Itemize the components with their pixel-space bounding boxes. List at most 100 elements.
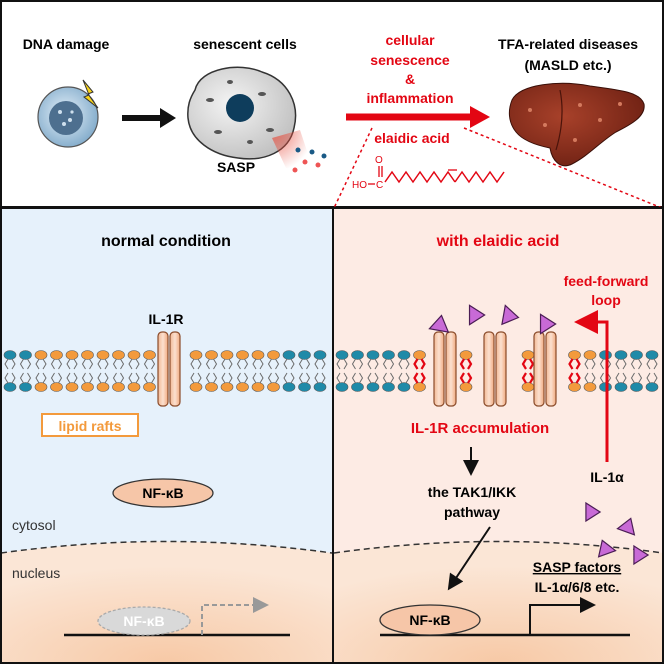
lipid-tail	[390, 358, 395, 370]
sasp-dots	[292, 147, 327, 173]
lipid-tail	[343, 372, 348, 384]
senescent-cells-label: senescent cells	[193, 36, 297, 52]
lipid-tail	[382, 372, 387, 384]
left-nfkb-ghost-label: NF-κB	[123, 613, 164, 629]
lipid-tail	[420, 372, 426, 384]
lipid-head	[459, 382, 473, 392]
lipid-tail	[128, 358, 133, 370]
il1r-receptor	[533, 331, 545, 407]
lipid-head	[34, 350, 48, 360]
lipid-head	[127, 350, 141, 360]
lipid-rafts-label: lipid rafts	[58, 418, 121, 434]
lipid-tail	[4, 358, 9, 370]
lipid-tail	[135, 358, 140, 370]
lipid-tail	[622, 372, 627, 384]
lipid-tail	[112, 358, 117, 370]
lipid-tail	[244, 358, 249, 370]
bottom-panel-border	[0, 207, 664, 664]
lipid-head	[397, 350, 411, 360]
lipid-head	[282, 350, 296, 360]
lipid-tail	[413, 358, 419, 370]
il1a-ligand	[501, 304, 520, 326]
lipid-head	[81, 350, 94, 360]
lipid-head	[220, 382, 234, 392]
lipid-tail	[390, 372, 395, 384]
lipid-tail	[367, 372, 372, 384]
sasp-label: SASP	[217, 159, 255, 175]
lipid-tail	[97, 372, 102, 384]
lipid-head	[50, 382, 63, 392]
lipid-head	[236, 382, 249, 392]
lipid-head	[81, 382, 94, 392]
lipid-tail	[252, 372, 257, 384]
lipid-head	[413, 382, 426, 392]
cellular-label: cellular	[385, 32, 435, 48]
lipid-tail	[236, 358, 241, 370]
lipid-tail	[290, 372, 295, 384]
lipid-tail	[630, 372, 635, 384]
lipid-head	[366, 382, 380, 392]
il1a-label: IL-1α	[590, 469, 624, 485]
lipid-head	[205, 382, 218, 392]
lipid-tail	[190, 372, 195, 384]
lipid-tail	[27, 358, 32, 370]
lipid-head	[282, 382, 296, 392]
lipid-tail	[244, 372, 249, 384]
lipid-head	[583, 382, 597, 392]
sasp-factors-label: SASP factors	[533, 559, 622, 575]
tak1-label: the TAK1/IKK	[428, 484, 516, 500]
lipid-tail	[267, 372, 272, 384]
lipid-tail	[575, 372, 581, 384]
pathway-label: pathway	[444, 504, 500, 520]
zoom-line-left	[333, 127, 373, 209]
lipid-tail	[343, 358, 348, 370]
left-transcription-arrow	[201, 597, 269, 635]
lipid-tail	[568, 358, 574, 370]
right-nfkb-nucleus	[379, 604, 481, 636]
lipid-tail	[398, 372, 403, 384]
lipid-tail	[4, 372, 9, 384]
lipid-tail	[143, 372, 148, 384]
dna-damage-cell-icon	[37, 86, 99, 148]
lipid-tail	[197, 358, 202, 370]
lipid-head	[127, 382, 141, 392]
lipid-tail	[58, 372, 63, 384]
lipid-tail	[306, 358, 311, 370]
elaidic-acid-structure: HO O C	[352, 155, 505, 191]
lipid-tail	[190, 358, 195, 370]
lipid-tail	[374, 372, 379, 384]
lipid-head	[614, 382, 628, 392]
lipid-head	[298, 350, 311, 360]
lipid-tail	[321, 358, 326, 370]
senescent-cell-icon	[187, 66, 297, 160]
lipid-tail	[228, 372, 233, 384]
lipid-rafts-box	[41, 413, 139, 437]
lipid-tail	[81, 372, 86, 384]
lipid-head	[112, 382, 125, 392]
lipid-tail	[120, 372, 125, 384]
lipid-tail	[599, 372, 604, 384]
lipid-tail	[653, 372, 658, 384]
lipid-tail	[228, 358, 233, 370]
right-nfkb-label: NF-κB	[409, 612, 450, 628]
lipid-tail	[35, 358, 40, 370]
lipid-tail	[197, 372, 202, 384]
lipid-head	[236, 350, 249, 360]
right-transcription-arrow	[529, 597, 596, 635]
liver-icon	[508, 82, 645, 167]
left-il1r-label: IL-1R	[149, 311, 184, 327]
lipid-head	[220, 350, 234, 360]
lipid-tail	[213, 358, 218, 370]
lipid-tail	[321, 372, 326, 384]
lipid-tail	[382, 358, 387, 370]
lipid-head	[335, 382, 349, 392]
left-panel-title: normal condition	[101, 233, 231, 250]
lipid-tail	[413, 372, 419, 384]
lipid-tail	[622, 358, 627, 370]
lipid-head	[459, 350, 473, 360]
lipid-tail	[50, 358, 55, 370]
lipid-tail	[367, 358, 372, 370]
lipid-head	[143, 350, 156, 360]
lipid-head	[382, 350, 395, 360]
lipid-tail	[66, 372, 71, 384]
